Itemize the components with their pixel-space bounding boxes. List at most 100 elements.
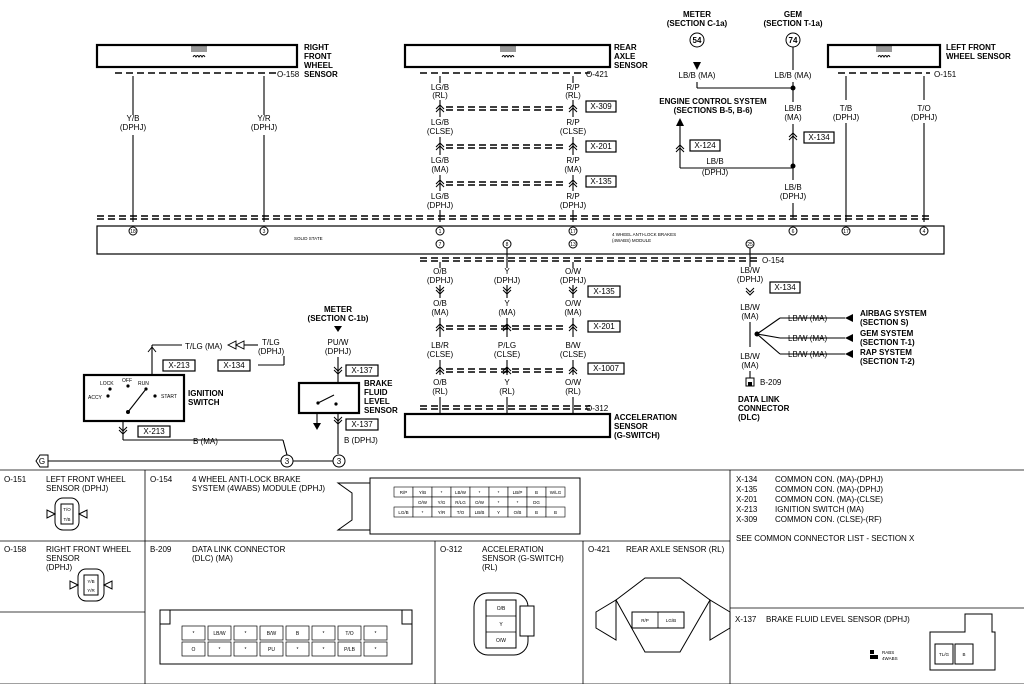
dlc-pin-cell [259,625,284,641]
dlc-pin-cell [207,641,232,657]
o154-pin-label: LG/B [398,510,408,515]
svg-text:3: 3 [337,457,342,466]
svg-text:LB/R: LB/R [431,341,449,350]
svg-text:(CLSE): (CLSE) [560,127,587,136]
svg-text:X-135: X-135 [593,287,615,296]
dlc-pin-label: O [192,647,196,653]
svg-text:(RL): (RL) [499,387,515,396]
svg-text:SENSOR: SENSOR [46,554,80,563]
svg-text:R/P: R/P [641,618,649,623]
svg-text:(DPHJ): (DPHJ) [560,276,587,285]
dlc-pin-cell [311,641,336,657]
abs-module: SOLID STATE 4 WHEEL ANTI-LOCK BRAKES (4W… [96,215,945,265]
legend-o154: O-154 4 WHEEL ANTI-LOCK BRAKE SYSTEM (4W… [150,475,581,535]
svg-text:Y: Y [504,267,510,276]
o154-pin-label: W/LG [550,490,562,495]
o154-pin-label: Y [497,510,500,515]
common-connector-id: X-135 [736,485,758,494]
svg-text:(MA): (MA) [498,308,516,317]
svg-text:(G-SWITCH): (G-SWITCH) [614,431,660,440]
svg-text:X-201: X-201 [593,322,615,331]
dlc-pin-cell [285,625,310,641]
dlc-pin-cell [259,641,284,657]
svg-text:O-154: O-154 [762,256,785,265]
svg-text:O-421: O-421 [586,70,609,79]
svg-text:B (MA): B (MA) [193,437,218,446]
svg-text:SEE COMMON CONNECTOR LIST - SE: SEE COMMON CONNECTOR LIST - SECTION X [736,534,915,543]
engine-control-circuit: ENGINE CONTROL SYSTEM (SECTIONS B-5, B-6… [659,97,793,177]
svg-text:(DPHJ): (DPHJ) [46,563,73,572]
svg-text:B-209: B-209 [760,378,782,387]
svg-text:(DLC) (MA): (DLC) (MA) [192,554,233,563]
svg-text:RABS: RABS [882,650,894,655]
svg-text:FRONT: FRONT [304,52,332,61]
common-connector-desc: COMMON CON. (MA)-(DPHJ) [775,485,883,494]
svg-text:WHEEL SENSOR: WHEEL SENSOR [946,52,1011,61]
svg-text:AIRBAG SYSTEM: AIRBAG SYSTEM [860,309,927,318]
svg-text:(MA): (MA) [741,312,759,321]
svg-text:(DLC): (DLC) [738,413,760,422]
svg-text:DATA LINK: DATA LINK [738,395,780,404]
svg-text:(DPHJ): (DPHJ) [702,168,729,177]
svg-text:X-137: X-137 [735,615,757,624]
svg-text:(DPHJ): (DPHJ) [258,347,285,356]
svg-text:SENSOR: SENSOR [304,70,338,79]
svg-text:X-134: X-134 [774,283,796,292]
svg-text:O-312: O-312 [440,545,463,554]
svg-text:T/O: T/O [917,104,930,113]
legend-x137: X-137 BRAKE FLUID LEVEL SENSOR (DPHJ) RA… [735,613,996,671]
rfws-wires: Y/B (DPHJ) Y/R (DPHJ) [120,76,277,222]
svg-text:LB/B: LB/B [784,104,801,113]
common-connector-id: X-134 [736,475,758,484]
svg-text:O-158: O-158 [277,70,300,79]
o154-pin-label: * [498,490,500,495]
svg-text:DATA LINK CONNECTOR: DATA LINK CONNECTOR [192,545,286,554]
o154-pin-label: Y/B [419,490,426,495]
svg-text:LB/W: LB/W [740,266,760,275]
svg-text:R/P: R/P [566,156,579,165]
svg-text:P/LG: P/LG [498,341,516,350]
svg-text:SENSOR: SENSOR [614,422,648,431]
svg-text:17: 17 [843,229,849,235]
svg-text:17: 17 [570,229,576,235]
svg-text:O-151: O-151 [934,70,957,79]
svg-text:T/B: T/B [63,517,70,522]
svg-text:R/P: R/P [566,118,579,127]
dlc-pin-label: * [323,631,325,637]
dlc-pin-cell [311,625,336,641]
svg-text:(CLSE): (CLSE) [560,350,587,359]
svg-text:LB/B: LB/B [706,157,723,166]
svg-text:(4WABS) MODULE: (4WABS) MODULE [612,238,651,243]
common-connector-desc: IGNITION SWITCH (MA) [775,505,864,514]
o154-pin-label: O/W [418,500,428,505]
svg-text:54: 54 [693,36,702,45]
common-connector-id: X-213 [736,505,758,514]
svg-text:LG/B: LG/B [666,618,676,623]
svg-text:O-312: O-312 [586,404,609,413]
svg-text:(DPHJ): (DPHJ) [833,113,860,122]
svg-text:Y/R: Y/R [257,114,271,123]
svg-text:B-209: B-209 [150,545,172,554]
svg-text:G: G [39,457,45,466]
svg-text:(MA): (MA) [784,113,802,122]
svg-text:(RL): (RL) [565,387,581,396]
svg-text:B (DPHJ): B (DPHJ) [344,436,378,445]
svg-text:(DPHJ): (DPHJ) [560,201,587,210]
svg-text:4 WHEEL ANTI-LOCK BRAKE: 4 WHEEL ANTI-LOCK BRAKE [192,475,301,484]
svg-text:O-154: O-154 [150,475,173,484]
o154-pin-label: O/B [514,510,522,515]
common-connector-desc: COMMON CON. (CLSE)-(RF) [775,515,882,524]
svg-text:PU/W: PU/W [328,338,349,347]
o154-pin-label: * [498,500,500,505]
svg-text:TL/G: TL/G [939,652,950,657]
svg-text:1: 1 [439,229,442,235]
svg-text:GEM SYSTEM: GEM SYSTEM [860,329,914,338]
gem-circuit: GEM (SECTION T-1a) 74 LB/B (MA) LB/B (MA… [763,10,835,218]
svg-text:(DPHJ): (DPHJ) [494,276,521,285]
svg-text:LG/B: LG/B [431,156,449,165]
svg-text:8: 8 [506,242,509,248]
